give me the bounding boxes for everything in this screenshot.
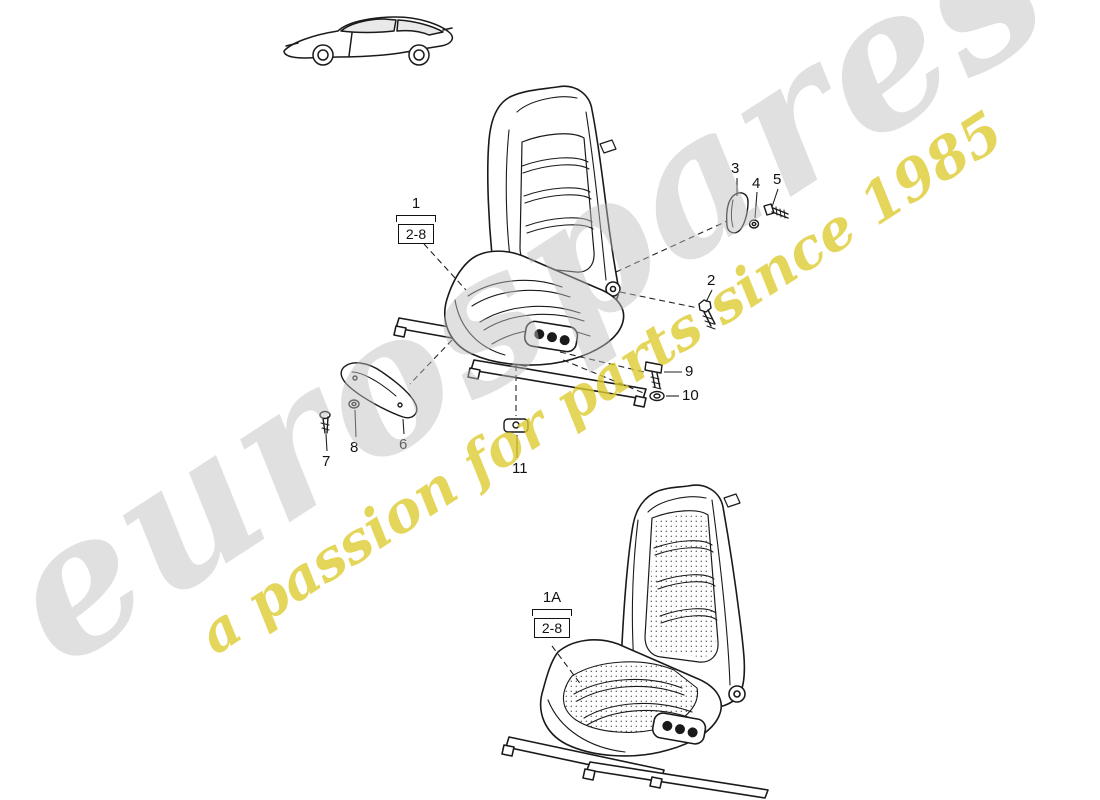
callout-3[interactable]: 3: [731, 160, 740, 177]
callout-11[interactable]: 11: [512, 460, 528, 477]
part-washer-8: [348, 399, 360, 409]
sport-seat-exploded: [393, 85, 647, 408]
part-number-1a[interactable]: 1A: [542, 589, 562, 606]
car-silhouette-icon: [283, 16, 453, 66]
part-trim-cover-6: [340, 362, 418, 419]
part-screw-5: [763, 203, 789, 219]
callout-bracket: [396, 214, 436, 222]
part-range-1a[interactable]: 2-8: [534, 617, 570, 638]
seat-adjust-switch: [523, 320, 579, 353]
part-screw-2: [698, 299, 716, 330]
leader-lines-solid: [325, 178, 779, 458]
callout-group-1a[interactable]: 1A 2-8: [526, 589, 578, 638]
callout-bracket: [532, 608, 572, 616]
callout-group-1[interactable]: 1 2-8: [390, 195, 442, 244]
seat-rails: [501, 736, 769, 799]
callout-9[interactable]: 9: [685, 363, 694, 380]
leader-lines-dashed: [409, 220, 728, 687]
callout-7[interactable]: 7: [322, 453, 331, 470]
callout-4[interactable]: 4: [752, 175, 761, 192]
part-nut-10: [649, 390, 665, 402]
callout-2[interactable]: 2: [707, 272, 716, 289]
part-nut-4: [748, 219, 760, 229]
part-plate-11: [503, 418, 529, 433]
part-range-1[interactable]: 2-8: [398, 223, 434, 244]
callout-10[interactable]: 10: [682, 387, 699, 404]
part-trim-cap-3: [725, 192, 749, 234]
callout-5[interactable]: 5: [773, 171, 782, 188]
callout-6[interactable]: 6: [399, 436, 408, 453]
part-screw-7: [319, 410, 331, 434]
seat-adjust-switch: [651, 712, 707, 745]
sport-seat-assembled: [501, 484, 769, 799]
part-bolt-9: [644, 361, 663, 390]
part-number-1[interactable]: 1: [411, 195, 421, 212]
callout-8[interactable]: 8: [350, 439, 359, 456]
